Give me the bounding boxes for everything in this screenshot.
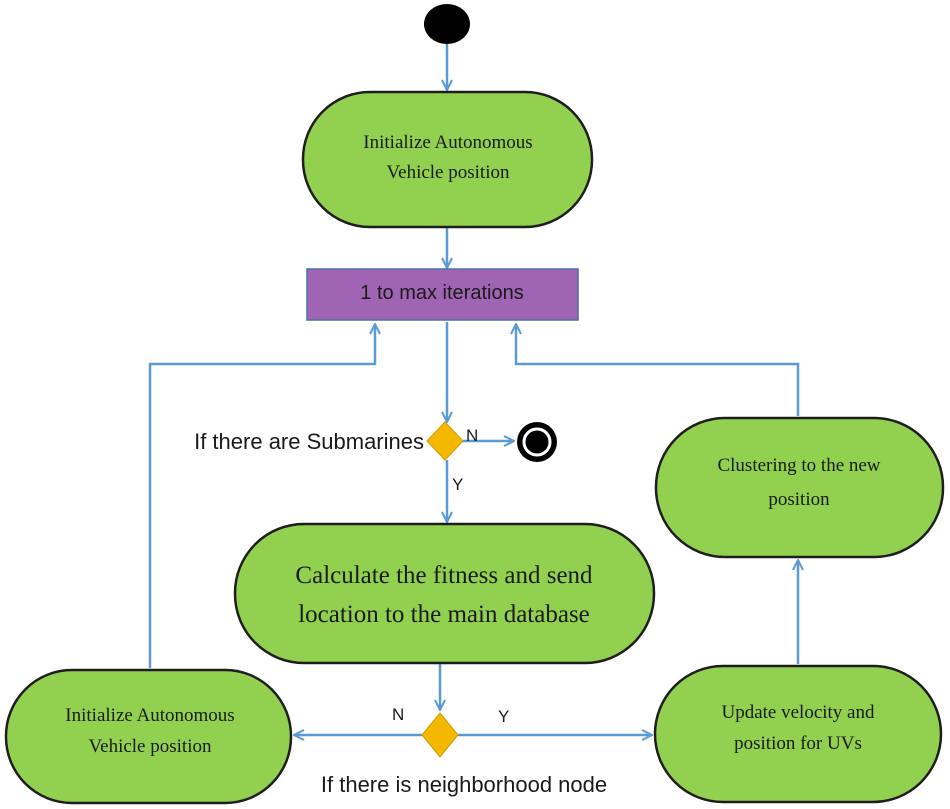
decision-neighborhood-no: N	[392, 705, 404, 724]
init-bottom-node	[4, 668, 293, 805]
loop-box	[306, 268, 579, 321]
calc-line-2: location to the main database	[298, 601, 590, 628]
update-line-2: position for UVs	[734, 733, 862, 754]
start-node	[424, 4, 470, 44]
cluster-line-1: Clustering to the new	[717, 455, 880, 476]
edge-init-back-to-loop	[148, 324, 375, 668]
edge-cluster-back-to-loop	[516, 324, 800, 416]
update-node	[653, 664, 943, 804]
decision-submarines-no: N	[466, 426, 478, 445]
calc-node	[233, 522, 656, 665]
decision-submarines-diamond	[426, 421, 464, 461]
decision-neighborhood-diamond	[421, 712, 459, 758]
init-top-node	[301, 90, 594, 229]
cluster-node	[654, 416, 945, 559]
init-bottom-line-1: Initialize Autonomous	[65, 705, 234, 726]
decision-neighborhood-label: If there is neighborhood node	[321, 772, 607, 797]
decision-neighborhood-yes: Y	[498, 707, 509, 726]
init-top-line-1: Initialize Autonomous	[363, 132, 532, 153]
cluster-line-2: position	[768, 489, 830, 510]
decision-submarines-label: If there are Submarines	[194, 429, 424, 454]
init-top-line-2: Vehicle position	[387, 162, 510, 183]
update-line-1: Update velocity and	[721, 702, 875, 723]
loop-label: 1 to max iterations	[360, 282, 523, 304]
decision-submarines-yes: Y	[452, 475, 463, 494]
edges	[148, 44, 800, 735]
end-node-ring	[522, 427, 552, 457]
init-bottom-line-2: Vehicle position	[89, 736, 212, 757]
calc-line-1: Calculate the fitness and send	[295, 562, 593, 589]
